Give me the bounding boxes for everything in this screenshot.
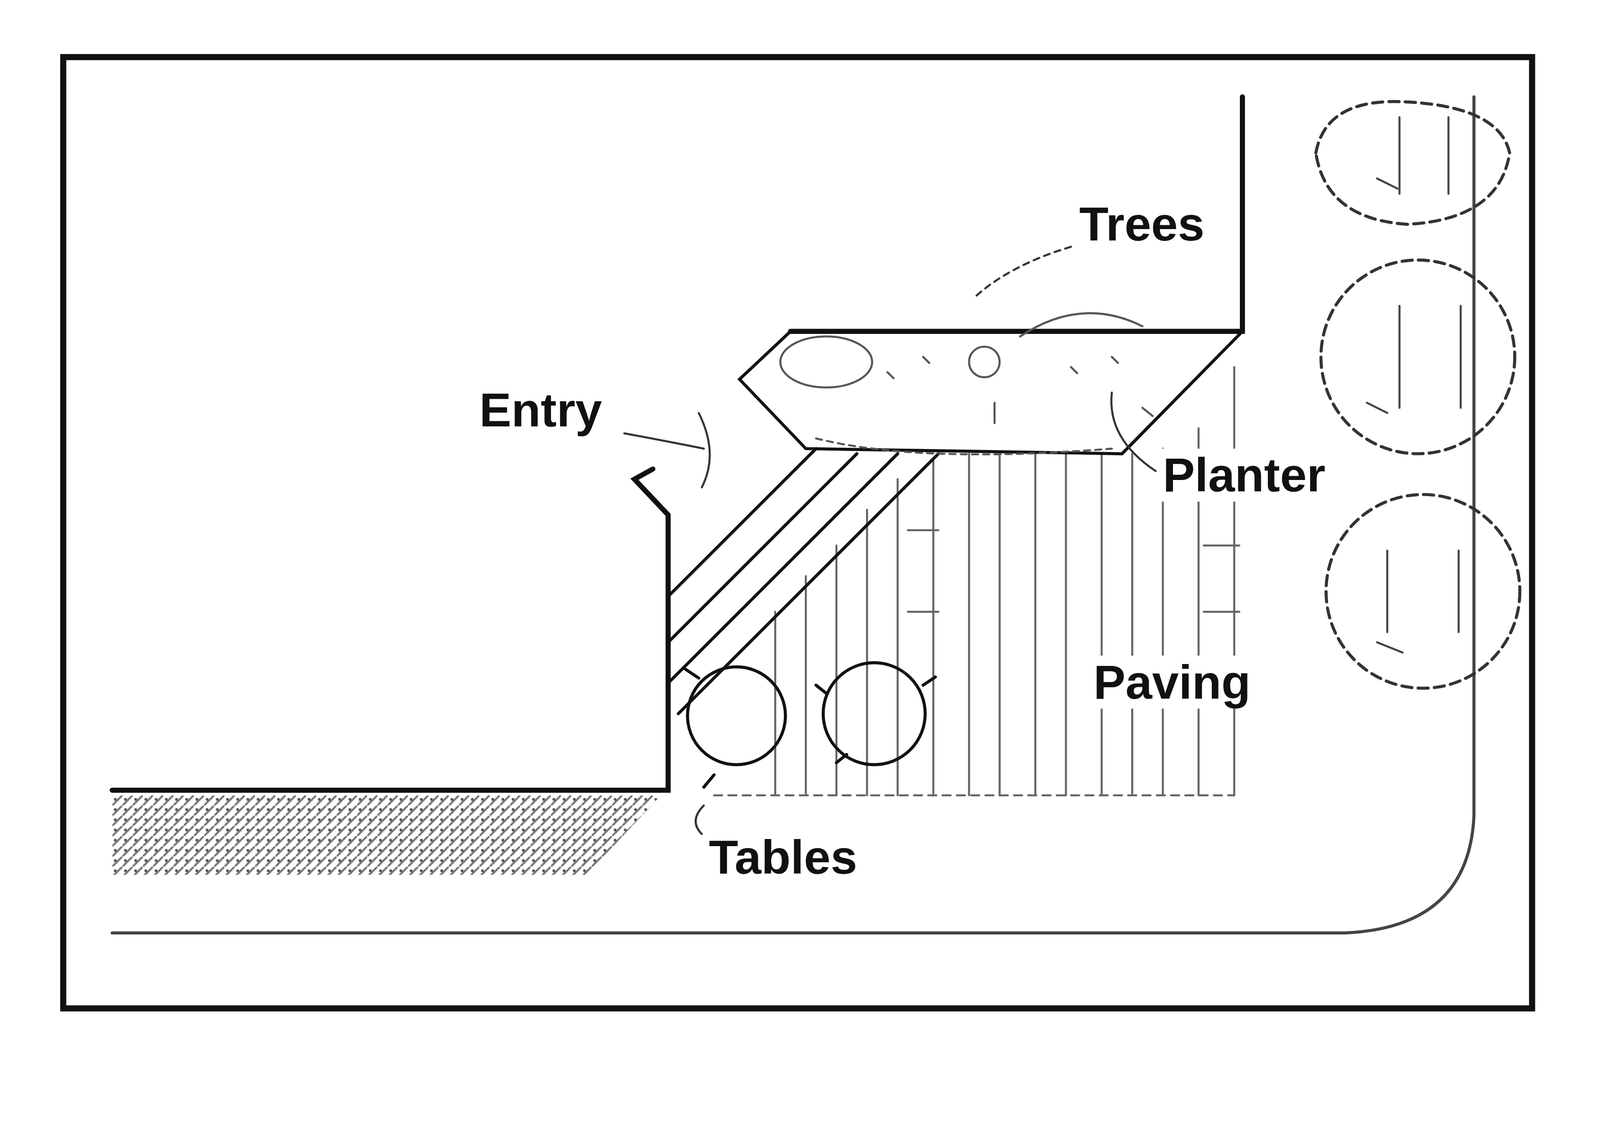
planter-plants	[780, 313, 1154, 455]
leader-lines	[624, 246, 1156, 835]
tree-marks	[1367, 117, 1461, 653]
callout-label: Trees	[1075, 197, 1209, 251]
paving-lines	[714, 367, 1240, 796]
callout-label: Entry	[475, 383, 606, 437]
planter	[739, 331, 1243, 455]
tree-symbols	[1315, 101, 1520, 689]
table-symbols	[683, 662, 936, 788]
curb-line	[111, 96, 1474, 934]
building-outline	[790, 96, 1243, 332]
callout-label: Tables	[704, 831, 862, 884]
ground-hatch	[111, 795, 661, 876]
building-outline	[111, 469, 669, 791]
frame	[63, 56, 1533, 1009]
callout-label: Paving	[1089, 655, 1255, 709]
callout-label: Planter	[1158, 448, 1330, 502]
